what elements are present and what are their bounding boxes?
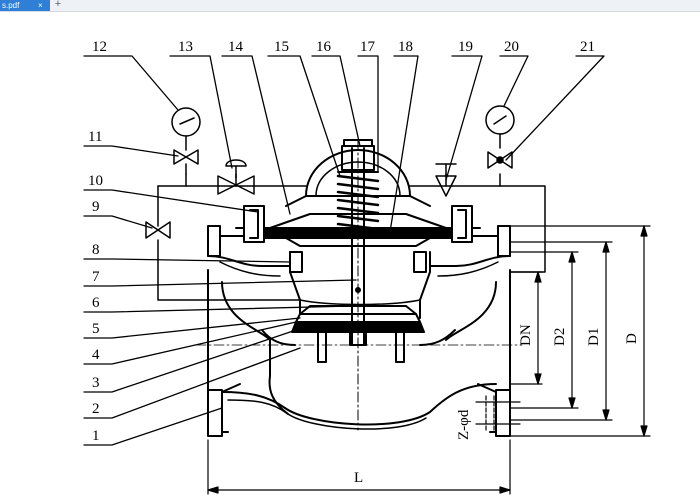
- tab-document[interactable]: s.pdf ×: [0, 0, 50, 11]
- new-tab-icon[interactable]: +: [54, 0, 62, 10]
- callout-11: 11: [88, 129, 102, 145]
- valve-body: [207, 225, 511, 437]
- callout-19: 19: [458, 39, 473, 55]
- bonnet: [235, 139, 481, 273]
- body-top-left-flange: [207, 225, 221, 257]
- callout-12: 12: [92, 39, 107, 55]
- callout-5: 5: [92, 321, 100, 337]
- body-top-right-flange: [497, 225, 511, 257]
- tab-bar: s.pdf × +: [0, 0, 700, 12]
- callout-21: 21: [580, 39, 595, 55]
- callout-15: 15: [274, 39, 289, 55]
- instruments: [145, 105, 515, 239]
- dim-label-holes: Z-φd: [456, 409, 472, 440]
- left-flange: [207, 389, 223, 437]
- dimension-lines: [195, 225, 651, 495]
- needle-valve-21: [487, 151, 513, 169]
- dim-label-D1: D1: [586, 328, 602, 346]
- bolt-right: [451, 205, 473, 243]
- callout-20: 20: [504, 39, 519, 55]
- callout-1: 1: [92, 428, 100, 444]
- spring: [336, 174, 380, 231]
- callout-3: 3: [92, 375, 100, 391]
- callout-2: 2: [92, 401, 100, 417]
- callout-14: 14: [228, 39, 244, 55]
- right-flange: [495, 389, 511, 437]
- needle-valve-9: [145, 221, 171, 239]
- tab-label: s.pdf: [2, 1, 20, 10]
- callout-10: 10: [88, 173, 103, 189]
- dim-label-L: L: [354, 470, 363, 486]
- leader-lines: [83, 55, 605, 446]
- callout-17: 17: [360, 39, 376, 55]
- dim-label-D: D: [624, 333, 640, 344]
- callout-18: 18: [398, 39, 413, 55]
- valve-drawing: 1 2 3 4 5 6 7 8 9 10 11 12 13 14 15 16 1…: [83, 39, 651, 495]
- callout-7: 7: [92, 269, 100, 285]
- callout-13: 13: [178, 39, 193, 55]
- close-icon[interactable]: ×: [38, 1, 43, 10]
- needle-valve-11: [173, 149, 199, 165]
- dim-label-D2: D2: [552, 328, 568, 346]
- callout-16: 16: [316, 39, 332, 55]
- ball-valve-13: [217, 175, 255, 195]
- dim-label-DN: DN: [518, 324, 534, 346]
- valve-stem: [351, 139, 365, 431]
- callout-9: 9: [92, 199, 100, 215]
- callout-8: 8: [92, 242, 100, 258]
- callout-4: 4: [92, 347, 100, 363]
- callout-6: 6: [92, 295, 100, 311]
